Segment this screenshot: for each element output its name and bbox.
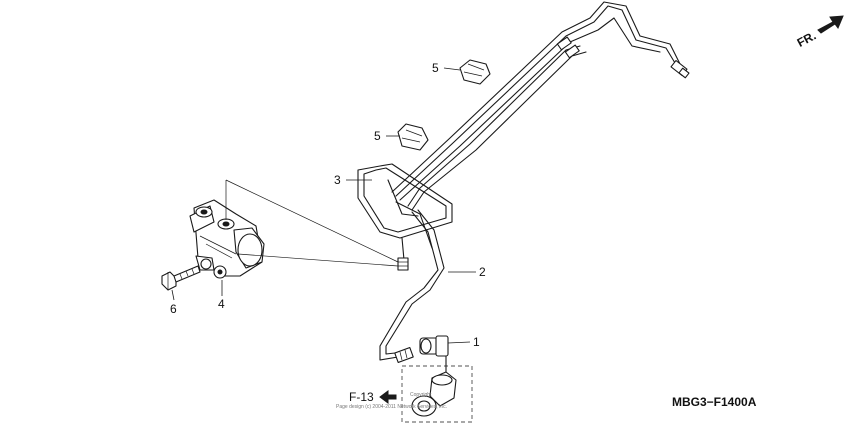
pipe-clamp-lower xyxy=(397,123,429,151)
front-direction-indicator: FR. xyxy=(795,15,844,50)
reference-label: F-13 xyxy=(349,390,374,404)
callout-2-number: 2 xyxy=(479,265,486,279)
brake-hose-joint xyxy=(394,335,449,363)
watermark-text: Page design (c) 2004-2011 Network Servic… xyxy=(336,404,447,410)
front-arrow-icon xyxy=(817,15,844,34)
callout-4: 4 xyxy=(218,280,225,311)
callout-4-number: 4 xyxy=(218,297,225,311)
callout-5-upper-number: 5 xyxy=(432,61,439,75)
callout-6: 6 xyxy=(170,289,177,316)
callout-5-lower-number: 5 xyxy=(374,129,381,143)
callout-1-number: 1 xyxy=(473,335,480,349)
callout-6-number: 6 xyxy=(170,302,177,316)
callout-5-lower: 5 xyxy=(374,129,400,143)
callout-2: 2 xyxy=(448,265,486,279)
reference-arrow-icon xyxy=(379,390,397,404)
proportioning-valve xyxy=(189,199,265,279)
front-label: FR. xyxy=(795,28,819,49)
reference-f13: F-13 xyxy=(349,390,397,404)
brake-pipe-assembly xyxy=(379,1,690,361)
detail-caption: Copyright xyxy=(410,392,432,398)
callout-1: 1 xyxy=(447,335,480,349)
detail-inset: Copyright xyxy=(401,355,473,423)
flange-bolt xyxy=(161,265,201,291)
callout-5-upper: 5 xyxy=(432,61,461,75)
pipe-clamp-upper xyxy=(459,59,491,85)
assembly-indicator-lines xyxy=(225,179,399,267)
callout-3-number: 3 xyxy=(334,173,341,187)
brake-pipe-3 xyxy=(357,163,453,271)
diagram-code: MBG3−F1400A xyxy=(672,395,757,409)
callout-3: 3 xyxy=(334,173,372,187)
